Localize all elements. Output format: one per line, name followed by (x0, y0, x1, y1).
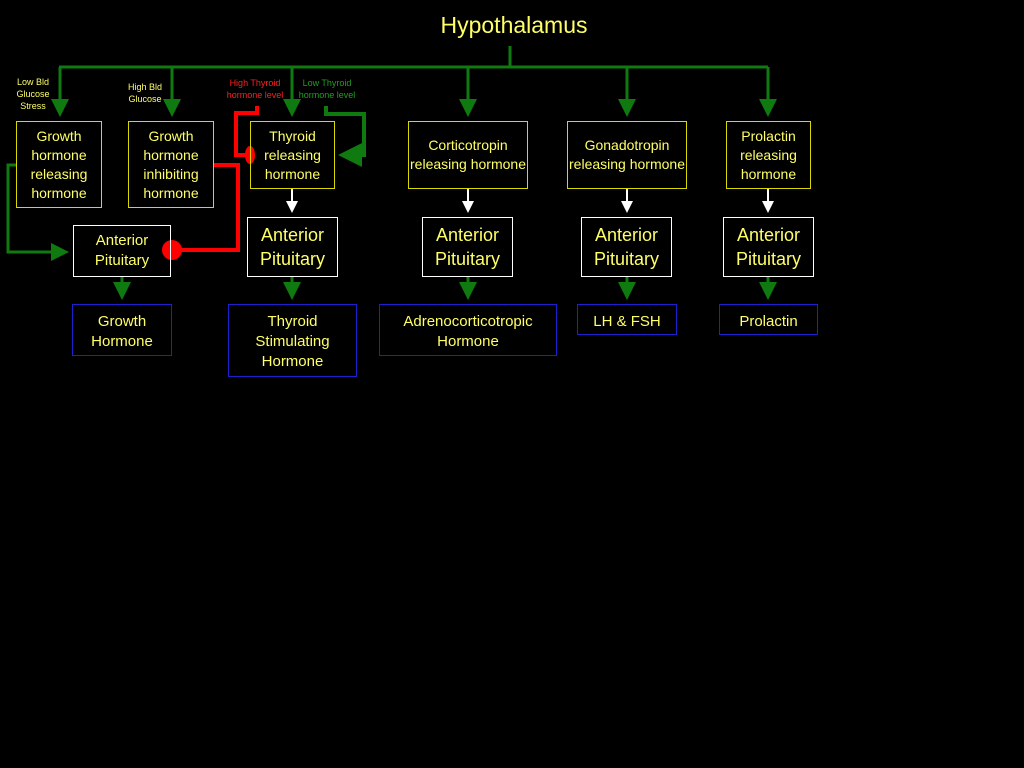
product-growth-hormone: Growth Hormone (72, 304, 172, 356)
ghrh-stimulation-arrow (6, 163, 69, 261)
anterior-pituitary-lh-fsh: Anterior Pituitary (581, 217, 672, 277)
trigger-high-thyroid-level: High Thyroid hormone level (226, 78, 284, 100)
ghrh-box: Growth hormone releasing hormone (16, 121, 102, 208)
crh-label: Corticotropin releasing hormone (410, 137, 526, 172)
anterior-pituitary-label: Anterior Pituitary (434, 225, 501, 269)
releasing-to-pituitary-arrows (286, 189, 774, 213)
product-tsh-label: Thyroid Stimulating Hormone (255, 313, 330, 370)
bus-drop-arrows (51, 67, 777, 117)
product-lh-fsh: LH & FSH (577, 304, 677, 335)
crh-box: Corticotropin releasing hormone (408, 121, 528, 189)
gnrh-box: Gonadotropin releasing hormone (567, 121, 687, 189)
trigger-low-thyroid-level: Low Thyroid hormone level (298, 78, 356, 100)
product-prolactin-label: Prolactin (739, 313, 798, 330)
pituitary-to-product-arrows (113, 277, 777, 300)
product-acth: Adrenocorticotropic Hormone (379, 304, 557, 356)
product-acth-label: Adrenocorticotropic Hormone (403, 313, 533, 350)
ghih-inhibition-end (162, 240, 182, 260)
ghih-inhibition-line (172, 163, 240, 252)
trigger-high-bld-glucose: High Bld Glucose (127, 82, 163, 104)
anterior-pituitary-tsh: Anterior Pituitary (247, 217, 338, 277)
trh-label: Thyroid releasing hormone (264, 127, 321, 182)
anterior-pituitary-label: Anterior Pituitary (259, 225, 326, 269)
prh-box: Prolactin releasing hormone (726, 121, 811, 189)
product-tsh: Thyroid Stimulating Hormone (228, 304, 357, 377)
ghih-box: Growth hormone inhibiting hormone (128, 121, 214, 208)
prh-label: Prolactin releasing hormone (740, 127, 797, 182)
anterior-pituitary-label: Anterior Pituitary (94, 232, 150, 269)
trigger-low-bld-glucose-stress: Low Bld Glucose Stress (16, 77, 50, 111)
anterior-pituitary-label: Anterior Pituitary (735, 225, 802, 269)
product-prolactin: Prolactin (719, 304, 818, 335)
product-lh-fsh-label: LH & FSH (593, 313, 661, 330)
product-gh-label: Growth Hormone (91, 313, 153, 350)
ghih-label: Growth hormone inhibiting hormone (143, 127, 199, 201)
ghrh-label: Growth hormone releasing hormone (30, 127, 88, 201)
low-thyroid-stimulation-arrow (324, 106, 366, 167)
trh-box: Thyroid releasing hormone (250, 121, 335, 189)
high-thyroid-inhibition-line (234, 106, 259, 157)
gnrh-label: Gonadotropin releasing hormone (569, 137, 685, 172)
anterior-pituitary-acth: Anterior Pituitary (422, 217, 513, 277)
anterior-pituitary-prolactin: Anterior Pituitary (723, 217, 814, 277)
diagram-title: Hypothalamus (440, 12, 588, 38)
anterior-pituitary-label: Anterior Pituitary (593, 225, 660, 269)
anterior-pituitary-gh: Anterior Pituitary (73, 225, 171, 277)
hypothalamus-bus (59, 46, 768, 69)
